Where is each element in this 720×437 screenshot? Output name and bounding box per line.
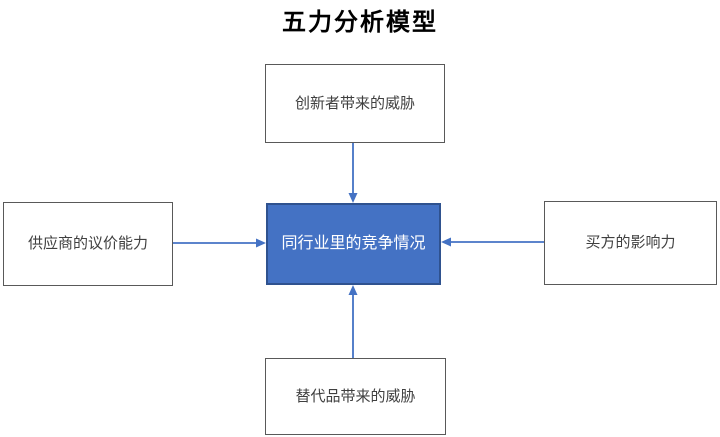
- node-label: 同行业里的竞争情况: [281, 234, 426, 252]
- node-threat-of-substitutes: 替代品带来的威胁: [265, 358, 446, 435]
- node-label: 替代品带来的威胁: [295, 387, 416, 405]
- node-label: 买方的影响力: [585, 234, 676, 252]
- arrow-bottom-to-center-icon: [348, 285, 358, 358]
- diagram-title: 五力分析模型: [282, 9, 438, 36]
- node-label: 供应商的议价能力: [27, 235, 148, 253]
- node-threat-of-innovators: 创新者带来的威胁: [265, 64, 445, 143]
- node-label: 创新者带来的威胁: [294, 94, 415, 112]
- node-industry-rivalry: 同行业里的竞争情况: [266, 203, 441, 285]
- node-buyer-influence: 买方的影响力: [544, 201, 717, 285]
- arrow-right-to-center-icon: [441, 237, 544, 247]
- arrow-left-to-center-icon: [173, 238, 266, 248]
- arrow-top-to-center-icon: [348, 143, 358, 203]
- node-supplier-bargaining-power: 供应商的议价能力: [3, 202, 173, 286]
